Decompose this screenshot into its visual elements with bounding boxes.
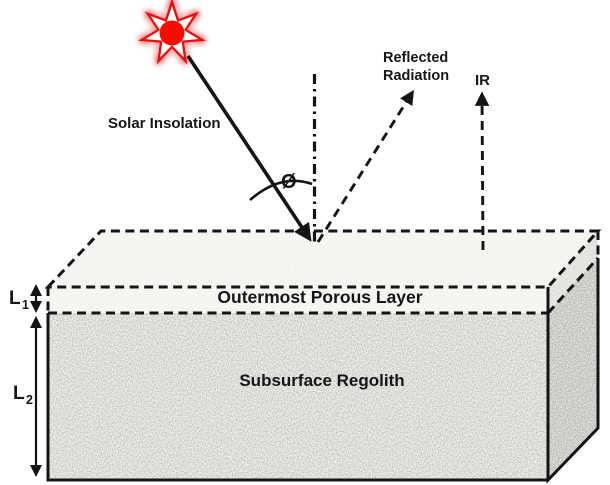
top-face-texture — [48, 231, 598, 287]
porous-layer-label: Outermost Porous Layer — [217, 287, 422, 307]
reflected-radiation-label-line1: Reflected — [383, 50, 448, 66]
l2-label: L 2 — [13, 383, 33, 407]
solar-insolation-ray — [186, 55, 312, 242]
regolith-block: Outermost Porous Layer Subsurface Regoli… — [44, 229, 602, 484]
regolith-side-texture — [548, 258, 598, 480]
regolith-front-texture — [48, 313, 548, 480]
thickness-markers: L 1 L 2 — [9, 283, 43, 478]
right-face-solid-edges — [546, 258, 600, 484]
ir-label: IR — [475, 72, 490, 89]
solar-insolation-label: Solar Insolation — [108, 115, 221, 132]
reflected-radiation-label-line2: Radiation — [383, 68, 449, 84]
l2-label-base: L — [13, 383, 25, 404]
porous-layer-front-texture — [48, 287, 548, 313]
l1-label-base: L — [9, 288, 21, 309]
incidence-angle-arc — [249, 179, 313, 201]
l2-label-sub: 2 — [26, 393, 33, 407]
incidence-angle-symbol: Ø — [281, 171, 297, 193]
ir-emission-ray — [474, 91, 490, 251]
porous-side-bottom-dashed-edge — [546, 256, 600, 315]
regolith-label: Subsurface Regolith — [239, 371, 404, 390]
reflected-radiation-label: Reflected Radiation — [383, 50, 449, 84]
sun-icon — [138, 0, 206, 65]
sun-core — [159, 20, 185, 46]
l1-label: L 1 — [9, 288, 29, 312]
reflected-radiation-ray — [316, 89, 414, 243]
porous-layer-side-texture — [548, 231, 598, 313]
front-face-solid-edges — [46, 313, 548, 482]
l1-label-sub: 1 — [22, 298, 29, 312]
